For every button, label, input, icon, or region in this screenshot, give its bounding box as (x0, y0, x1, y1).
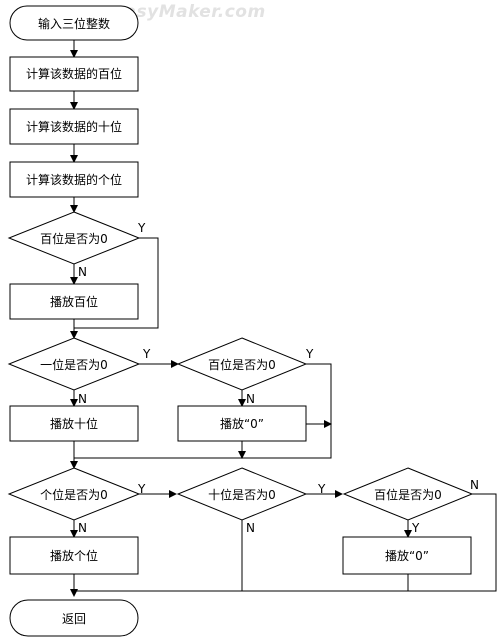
decision-units-zero-label: 个位是否为0 (40, 487, 108, 502)
edge-decision6-no (74, 493, 497, 592)
decision-units-tens-zero-label: 十位是否为0 (208, 487, 276, 502)
decision-hundreds-zero: 百位是否为0 (7, 211, 141, 265)
process-step-units: 计算该数据的个位 (9, 161, 139, 198)
process-play-hundreds-label: 播放百位 (50, 294, 98, 309)
edge-decision1-yes (74, 237, 159, 329)
decision-tens-hundreds-zero: 百位是否为0 (176, 337, 308, 391)
decision-units-hundreds-zero: 百位是否为0 (342, 467, 474, 521)
process-step-hundreds-label: 计算该数据的百位 (26, 66, 122, 81)
end-label: 返回 (62, 612, 86, 626)
process-play-zero-1: 播放“0” (177, 405, 307, 442)
process-step-tens: 计算该数据的十位 (9, 108, 139, 145)
decision-tens-hundreds-zero-label: 百位是否为0 (208, 357, 276, 372)
process-step-tens-label: 计算该数据的十位 (26, 119, 122, 134)
label-no-1: N (78, 265, 87, 279)
label-yes-3: Y (305, 347, 314, 361)
decision-tens-zero: 一位是否为0 (7, 337, 141, 391)
start-label: 输入三位整数 (38, 16, 110, 31)
label-no-3: N (246, 392, 255, 406)
decision-units-zero: 个位是否为0 (7, 467, 141, 521)
label-no-4: N (78, 521, 87, 535)
process-play-units-label: 播放个位 (50, 548, 98, 563)
process-play-zero-2: 播放“0” (342, 536, 472, 575)
label-yes-2: Y (142, 347, 151, 361)
process-play-zero-2-label: 播放“0” (385, 548, 429, 563)
process-step-hundreds: 计算该数据的百位 (9, 56, 139, 92)
process-play-tens-label: 播放十位 (50, 416, 98, 431)
process-play-zero-1-label: 播放“0” (220, 416, 264, 431)
label-no-6: N (470, 478, 479, 492)
label-no-5: N (246, 521, 255, 535)
label-yes-6: Y (411, 521, 420, 535)
label-no-2: N (78, 392, 87, 406)
decision-tens-zero-label: 一位是否为0 (40, 357, 108, 372)
edge-decision3-yes (74, 363, 332, 459)
process-step-units-label: 计算该数据的个位 (26, 172, 122, 187)
decision-hundreds-zero-label: 百位是否为0 (40, 231, 108, 246)
label-yes-1: Y (137, 221, 146, 235)
label-yes-5: Y (317, 482, 326, 496)
process-play-units: 播放个位 (9, 536, 139, 575)
connectors (70, 40, 497, 597)
process-play-tens: 播放十位 (9, 405, 139, 442)
decision-units-hundreds-zero-label: 百位是否为0 (374, 487, 442, 502)
label-yes-4: Y (137, 482, 146, 496)
process-play-hundreds: 播放百位 (9, 283, 139, 320)
decision-units-tens-zero: 十位是否为0 (176, 467, 308, 521)
end-terminator: 返回 (9, 599, 139, 637)
start-terminator: 输入三位整数 (9, 5, 139, 41)
